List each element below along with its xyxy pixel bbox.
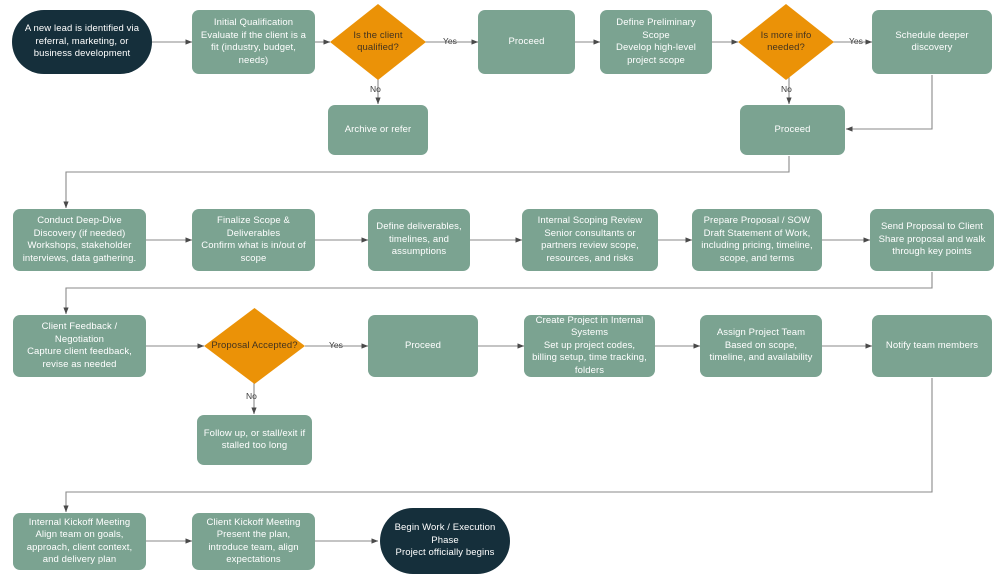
edge-n9-n10	[63, 156, 790, 209]
node-label: Define Preliminary Scope Develop high-le…	[616, 17, 696, 66]
node-client-feedback-negotiation[interactable]: Client Feedback / Negotiation Capture cl…	[13, 315, 146, 377]
node-label: Assign Project Team Based on scope, time…	[709, 327, 813, 364]
node-new-lead[interactable]: A new lead is identified via referral, m…	[12, 10, 152, 74]
node-label: Send Proposal to Client Share proposal a…	[878, 221, 986, 258]
node-label: Archive or refer	[344, 123, 412, 135]
node-label: Client Feedback / Negotiation Capture cl…	[27, 321, 132, 370]
edge-label-yes-qualified: Yes	[443, 36, 457, 46]
node-is-client-qualified[interactable]: Is the client qualified?	[330, 4, 426, 80]
edge-n7-n9	[845, 75, 933, 132]
node-prepare-proposal-sow[interactable]: Prepare Proposal / SOW Draft Statement o…	[692, 209, 822, 271]
node-label: Is more info needed?	[760, 29, 812, 54]
node-define-preliminary-scope[interactable]: Define Preliminary Scope Develop high-le…	[600, 10, 712, 74]
edge-label-yes-more-info: Yes	[849, 36, 863, 46]
node-define-deliverables[interactable]: Define deliverables, timelines, and assu…	[368, 209, 470, 271]
edge-label-no-more-info: No	[781, 84, 792, 94]
node-proceed-1[interactable]: Proceed	[478, 10, 575, 74]
node-schedule-deeper-discovery[interactable]: Schedule deeper discovery	[872, 10, 992, 74]
node-label: Create Project in Internal Systems Set u…	[532, 314, 647, 376]
node-proceed-2[interactable]: Proceed	[740, 105, 845, 155]
node-label: Proceed	[508, 35, 545, 47]
node-label: Begin Work / Execution Phase Project off…	[394, 522, 496, 559]
node-label: Is the client qualified?	[353, 29, 403, 54]
node-label: Define deliverables, timelines, and assu…	[376, 221, 462, 258]
edge-label-yes-proposal-accepted: Yes	[329, 340, 343, 350]
node-label: A new lead is identified via referral, m…	[24, 23, 140, 60]
node-label: Client Kickoff Meeting Present the plan,…	[206, 516, 301, 566]
node-send-proposal-to-client[interactable]: Send Proposal to Client Share proposal a…	[870, 209, 994, 271]
node-internal-scoping-review[interactable]: Internal Scoping Review Senior consultan…	[522, 209, 658, 271]
node-label: Proceed	[774, 123, 811, 135]
node-label: Follow up, or stall/exit if stalled too …	[203, 427, 306, 452]
node-is-more-info-needed[interactable]: Is more info needed?	[738, 4, 834, 80]
node-initial-qualification[interactable]: Initial Qualification Evaluate if the cl…	[192, 10, 315, 74]
edge-n21-n23	[63, 378, 933, 513]
node-label: Schedule deeper discovery	[895, 29, 969, 54]
node-finalize-scope-deliverables[interactable]: Finalize Scope & Deliverables Confirm wh…	[192, 209, 315, 271]
node-label: Prepare Proposal / SOW Draft Statement o…	[701, 215, 813, 264]
node-create-project-internal-systems[interactable]: Create Project in Internal Systems Set u…	[524, 315, 655, 377]
edge-label-no-qualified: No	[370, 84, 381, 94]
node-begin-work-execution-phase[interactable]: Begin Work / Execution Phase Project off…	[380, 508, 510, 574]
node-assign-project-team[interactable]: Assign Project Team Based on scope, time…	[700, 315, 822, 377]
node-label: Internal Kickoff Meeting Align team on g…	[26, 516, 133, 566]
node-archive-or-refer[interactable]: Archive or refer	[328, 105, 428, 155]
node-notify-team-members[interactable]: Notify team members	[872, 315, 992, 377]
node-label: Conduct Deep-Dive Discovery (if needed) …	[22, 215, 137, 264]
node-internal-kickoff-meeting[interactable]: Internal Kickoff Meeting Align team on g…	[13, 513, 146, 570]
node-proposal-accepted[interactable]: Proposal Accepted?	[204, 308, 305, 384]
node-label: Initial Qualification Evaluate if the cl…	[200, 17, 307, 66]
node-client-kickoff-meeting[interactable]: Client Kickoff Meeting Present the plan,…	[192, 513, 315, 570]
edge-n15-n16	[63, 272, 933, 315]
node-proceed-3[interactable]: Proceed	[368, 315, 478, 377]
node-follow-up-or-stall[interactable]: Follow up, or stall/exit if stalled too …	[197, 415, 312, 465]
node-label: Internal Scoping Review Senior consultan…	[537, 215, 643, 264]
edge-label-no-proposal-accepted: No	[246, 391, 257, 401]
node-label: Notify team members	[885, 339, 979, 351]
node-label: Proceed	[404, 339, 442, 351]
node-conduct-deep-dive-discovery[interactable]: Conduct Deep-Dive Discovery (if needed) …	[13, 209, 146, 271]
node-label: Finalize Scope & Deliverables Confirm wh…	[201, 215, 306, 264]
node-label: Proposal Accepted?	[211, 339, 298, 351]
